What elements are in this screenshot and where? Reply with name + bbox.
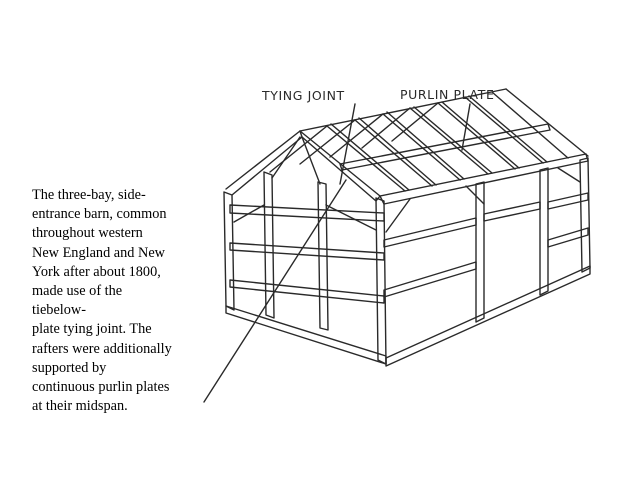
side-rear-corner-post <box>579 157 591 273</box>
front-strut-right <box>301 136 321 185</box>
back-rafter-2 <box>299 119 356 165</box>
front-mid-post-2 <box>317 181 329 331</box>
front-gable-left-rafter <box>225 130 303 196</box>
front-brace-right <box>325 204 377 231</box>
side-girt-lower <box>383 261 477 298</box>
purlin-plate-leader <box>461 103 471 151</box>
rafter-4 <box>409 107 489 175</box>
back-rafter-5 <box>391 102 439 142</box>
rafter-5 <box>437 102 516 170</box>
side-post-door-left <box>475 181 485 323</box>
rafter-6b <box>468 95 548 163</box>
tying-joint-label: TYING JOINT <box>261 88 345 103</box>
side-door-header <box>483 201 541 222</box>
side-girt-upper-rear <box>547 192 589 210</box>
front-right-corner-post <box>375 197 387 365</box>
front-tie-beam <box>229 204 385 222</box>
back-rafter-1 <box>269 125 328 173</box>
rear-rafter-right <box>505 88 589 157</box>
side-sill <box>385 265 591 367</box>
side-girt-lower-rear <box>547 227 589 248</box>
front-girt-upper <box>229 242 385 261</box>
tying-joint-leader <box>339 103 356 185</box>
rafter-7 <box>491 91 569 159</box>
rafter-4b <box>413 106 493 174</box>
front-mid-post-1 <box>263 171 275 319</box>
rafter-1b <box>330 123 410 191</box>
caption-pointer-line <box>203 179 347 403</box>
back-rafter-3 <box>329 113 384 158</box>
back-rafter-4 <box>361 107 411 149</box>
front-strut-left <box>271 136 301 179</box>
side-brace-3 <box>557 167 581 183</box>
purlin-plate-label: PURLIN PLATE <box>400 87 494 102</box>
caption-text: The three-bay, side- entrance barn, comm… <box>32 187 172 415</box>
front-left-corner-post <box>223 191 235 311</box>
rafter-3b <box>386 111 465 180</box>
side-brace-1 <box>385 198 411 233</box>
rafter-2b <box>358 117 437 186</box>
front-brace-left <box>233 204 265 223</box>
front-girt-lower <box>229 279 385 304</box>
rafter-6 <box>464 96 544 164</box>
ridge <box>299 88 507 132</box>
rafter-5b <box>441 101 520 169</box>
side-girt-upper <box>383 217 477 248</box>
rafter-3 <box>382 113 461 181</box>
side-post-door-right <box>539 167 549 296</box>
front-sill <box>225 305 387 365</box>
side-brace-2 <box>465 185 485 205</box>
purlin-plate <box>339 123 551 171</box>
